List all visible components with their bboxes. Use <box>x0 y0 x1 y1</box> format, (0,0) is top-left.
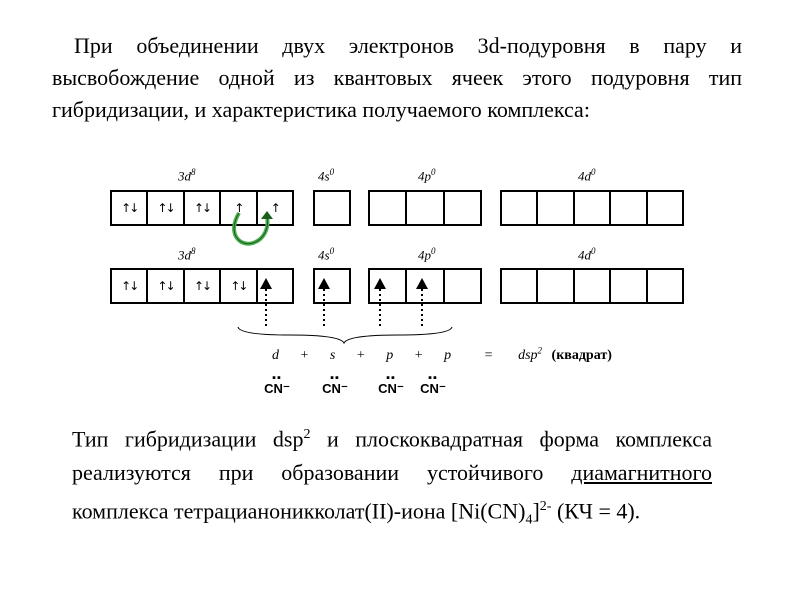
orbital-cell: ↑↓ <box>112 192 149 224</box>
orbital-4d-row2 <box>500 268 684 304</box>
label-4s-row2: 4s0 <box>318 246 335 263</box>
eq-plus: + <box>414 347 423 363</box>
ligand-cn: ▪▪CN⁻ <box>322 372 348 397</box>
orbital-4s-row1 <box>313 190 351 226</box>
orbital-cell: ↑↓ <box>185 270 222 302</box>
eq-plus: + <box>300 347 309 363</box>
conclusion-paragraph: Тип гибридизации dsp2 и плоскоквадратная… <box>72 426 712 529</box>
orbital-4p-row1 <box>368 190 482 226</box>
ligand-arrows <box>237 278 453 345</box>
orbital-cell: ↑↓ <box>148 192 185 224</box>
label-3d-row1: 3d8 <box>178 167 196 184</box>
label-4s-row1: 4s0 <box>318 167 335 184</box>
orbital-cell <box>370 192 408 224</box>
eq-equals: = <box>484 347 493 363</box>
label-4d-row2: 4d0 <box>578 246 596 263</box>
orbital-cell: ↑↓ <box>185 192 222 224</box>
orbital-cell: ↑↓ <box>221 270 258 302</box>
ligand-cn: ▪▪CN⁻ <box>264 372 290 397</box>
intro-paragraph: При объединении двух электронов 3d-подур… <box>52 33 742 122</box>
orbital-cell: ↑↓ <box>112 270 149 302</box>
ligand-cn: ▪▪CN⁻ <box>420 372 446 397</box>
label-4d-row1: 4d0 <box>578 167 596 184</box>
orbital-cell <box>575 270 612 302</box>
orbital-cell <box>407 270 445 302</box>
orbital-4p-row2 <box>368 268 482 304</box>
orbital-cell <box>611 192 648 224</box>
hybridization-equation: d + s + p + p = dsp2 (квадрат) <box>272 345 612 363</box>
orbital-cell <box>648 270 682 302</box>
orbital-cell <box>502 270 539 302</box>
orbital-cell <box>575 192 612 224</box>
eq-p: p <box>386 347 394 363</box>
eq-plus: + <box>356 347 365 363</box>
orbital-3d-row1: ↑↓ ↑↓ ↑↓ ↑ ↑ <box>110 190 294 226</box>
label-4p-row1: 4p0 <box>418 167 436 184</box>
orbital-cell <box>315 192 349 224</box>
orbital-cell: ↑ <box>221 192 258 224</box>
orbital-cell <box>445 192 480 224</box>
orbital-cell <box>370 270 408 302</box>
orbital-cell <box>648 192 682 224</box>
orbital-cell <box>538 270 575 302</box>
orbital-4s-row2 <box>313 268 351 304</box>
pairing-arrow <box>232 211 273 246</box>
eq-s: s <box>329 347 336 363</box>
label-4p-row2: 4p0 <box>418 246 436 263</box>
ligand-cn: ▪▪CN⁻ <box>378 372 404 397</box>
orbital-cell <box>407 192 445 224</box>
orbital-4d-row1 <box>500 190 684 226</box>
diamagnetic-term: диамагнитного <box>571 460 712 486</box>
orbital-cell: ↑ <box>270 201 281 215</box>
orbital-cell <box>611 270 648 302</box>
eq-result-note: (квадрат) <box>551 347 612 363</box>
eq-d: d <box>272 347 279 363</box>
orbital-cell <box>538 192 575 224</box>
label-3d-row2: 3d8 <box>178 246 196 263</box>
eq-p: p <box>444 347 452 363</box>
orbital-cell <box>502 192 539 224</box>
orbital-3d-row2: ↑↓ ↑↓ ↑↓ ↑↓ <box>110 268 294 304</box>
eq-result: dsp <box>518 347 538 363</box>
orbital-cell: ↑↓ <box>148 270 185 302</box>
